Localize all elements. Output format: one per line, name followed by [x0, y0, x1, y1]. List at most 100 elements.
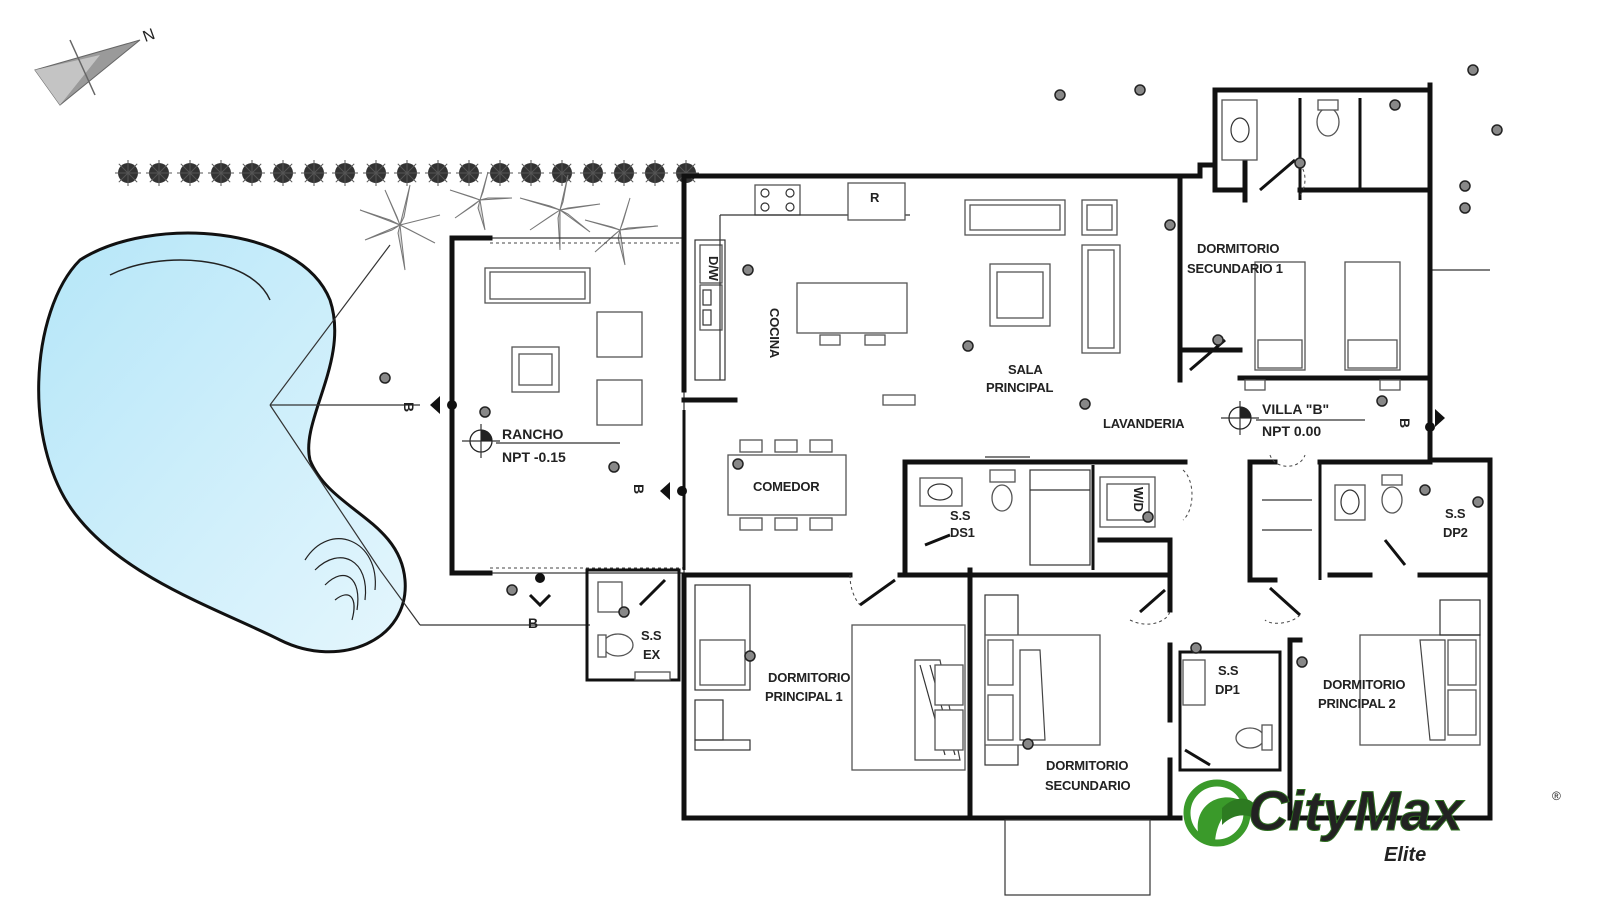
fixture-dot [1142, 511, 1154, 523]
kitchen [694, 182, 916, 406]
room-ss-dp2-l1: S.S [1445, 506, 1466, 521]
shrub-icon [177, 160, 203, 186]
level-marker-villa [1221, 401, 1365, 435]
fixture-dot [1389, 99, 1401, 111]
shrub-icon [394, 160, 420, 186]
room-ss-ex-l1: S.S [641, 628, 662, 643]
bedroom-principal-1 [694, 574, 966, 771]
swimming-pool [37, 231, 590, 654]
fixture-dot [1467, 64, 1479, 76]
room-cocina: COCINA [767, 308, 782, 359]
room-ss-dp2-l2: DP2 [1443, 525, 1468, 540]
section-marker-right: B [1397, 418, 1413, 428]
section-marker-mid: B [631, 484, 647, 494]
fixture-dot [479, 406, 491, 418]
logo-registered: ® [1552, 789, 1561, 803]
fixture-dot [608, 461, 620, 473]
rancho-area [449, 235, 685, 576]
fixture-dot [1376, 395, 1388, 407]
room-sala-line2: PRINCIPAL [986, 380, 1054, 395]
room-ss-ds1-l1: S.S [950, 508, 971, 523]
fixture-dot [732, 458, 744, 470]
room-rancho: RANCHO [502, 426, 564, 442]
dining-room [727, 439, 847, 531]
bedroom-secundario-1 [1189, 99, 1401, 391]
room-ss-dp1-l2: DP1 [1215, 682, 1240, 697]
fixture-dots [379, 64, 1503, 750]
fixture-dot [962, 340, 974, 352]
fixture-dot [1022, 738, 1034, 750]
fixture-dot [1491, 124, 1503, 136]
fixture-dot [1212, 334, 1224, 346]
room-dormitorio-secundario-l2: SECUNDARIO [1045, 778, 1130, 793]
section-marker-left: B [401, 402, 417, 412]
rancho-level: NPT -0.15 [502, 449, 566, 465]
fixture-dot [1472, 496, 1484, 508]
bathroom-ex [585, 568, 681, 682]
room-comedor: COMEDOR [753, 479, 820, 494]
dw-label: D/W [706, 256, 721, 282]
fixture-dot [506, 584, 518, 596]
logo-brand: CityMax [1248, 779, 1466, 842]
room-dormitorio-secundario-l1: DORMITORIO [1046, 758, 1128, 773]
room-dormitorio-principal-2-l2: PRINCIPAL 2 [1318, 696, 1396, 711]
shrub-icon [611, 160, 637, 186]
room-ss-ds1-l2: DS1 [950, 525, 975, 540]
fridge-label: R [870, 190, 880, 205]
bedroom-principal-2 [1264, 454, 1481, 746]
shrub-icon [363, 160, 389, 186]
room-sala-line1: SALA [1008, 362, 1043, 377]
fixture-dot [618, 606, 630, 618]
villa-level: NPT 0.00 [1262, 423, 1321, 439]
room-dormitorio-secundario-1-l2: SECUNDARIO 1 [1187, 261, 1283, 276]
bedroom-secundario [984, 588, 1171, 896]
fixture-dot [1296, 656, 1308, 668]
room-dormitorio-secundario-1-l1: DORMITORIO [1197, 241, 1279, 256]
bathroom-ds1 [919, 456, 1091, 566]
fixture-dot [1459, 180, 1471, 192]
fixture-dot [1164, 219, 1176, 231]
room-dormitorio-principal-2-l1: DORMITORIO [1323, 677, 1405, 692]
fixture-dot [1079, 398, 1091, 410]
shrub-icon [301, 160, 327, 186]
shrub-icon [549, 160, 575, 186]
shrub-icon [487, 160, 513, 186]
room-dormitorio-principal-1-l1: DORMITORIO [768, 670, 850, 685]
shrub-row [115, 160, 699, 186]
shrub-icon [239, 160, 265, 186]
wd-label: W/D [1131, 487, 1146, 512]
shrub-icon [270, 160, 296, 186]
living-room [964, 199, 1121, 354]
section-markers: B B B B [401, 396, 1445, 631]
shrub-icon [456, 160, 482, 186]
north-label: N [141, 26, 158, 46]
logo-sub: Elite [1384, 844, 1426, 866]
shrub-icon [518, 160, 544, 186]
palm-trees [359, 171, 659, 271]
room-lavanderia: LAVANDERIA [1103, 416, 1185, 431]
north-arrow-icon: N [34, 26, 158, 106]
shrub-icon [115, 160, 141, 186]
room-ss-dp1-l1: S.S [1218, 663, 1239, 678]
fixture-dot [379, 372, 391, 384]
fixture-dot [1459, 202, 1471, 214]
shrub-icon [425, 160, 451, 186]
shrub-icon [580, 160, 606, 186]
shrub-icon [146, 160, 172, 186]
shrub-icon [332, 160, 358, 186]
fixture-dot [1419, 484, 1431, 496]
villa-name: VILLA "B" [1262, 401, 1329, 417]
building-walls [681, 82, 1493, 821]
fixture-dot [742, 264, 754, 276]
fixture-dot [1294, 157, 1306, 169]
fixture-dot [744, 650, 756, 662]
bathroom-dp1 [1182, 659, 1273, 767]
shrub-icon [642, 160, 668, 186]
room-dormitorio-principal-1-l2: PRINCIPAL 1 [765, 689, 843, 704]
level-marker-rancho [462, 424, 620, 458]
laundry [1099, 469, 1193, 528]
citymax-logo: CityMax ® Elite [1183, 779, 1561, 866]
fixture-dot [1190, 642, 1202, 654]
section-marker-bottom: B [528, 615, 538, 631]
